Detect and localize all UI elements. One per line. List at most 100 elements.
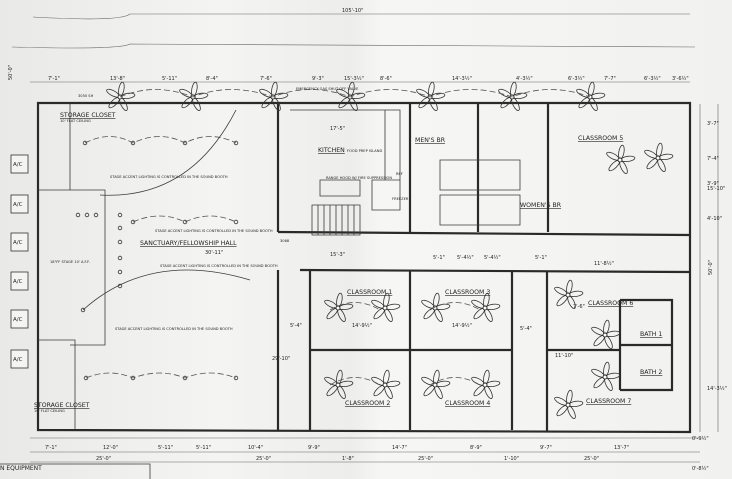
light-fixture-icon <box>182 375 188 381</box>
dimension-label: 15'-10" <box>707 186 725 192</box>
dimension-label: 5'-11" <box>162 76 177 82</box>
room-label-classroom-7: CLASSROOM 7 <box>586 398 631 405</box>
dimension-label: 14'-7" <box>392 445 407 451</box>
kitchen-island-label: FOOD PREP ISLAND <box>347 149 382 153</box>
storage-bottom-note: 10' FLAT CEILING <box>34 409 65 413</box>
room-label-classroom-4: CLASSROOM 4 <box>445 400 490 407</box>
dimension-label: 7'-6" <box>573 304 585 310</box>
dimension-label: 4'-10" <box>707 216 722 222</box>
dimension-label: 25'-0" <box>256 456 271 462</box>
overall-width-dim: 105'-10" <box>342 8 363 14</box>
ceiling-fan-icon <box>606 144 636 174</box>
dimension-label: 6'-3½" <box>568 75 585 82</box>
dimension-label: 10'-4" <box>248 445 263 451</box>
light-fixture-icon <box>233 140 239 146</box>
dimension-label: 25'-0" <box>584 456 599 462</box>
stage-lighting-note-2: STAGE ACCENT LIGHTING IS CONTROLLED IN T… <box>155 229 273 233</box>
dimension-label: 14'-9½" <box>452 322 472 329</box>
dimension-label: 29'-10" <box>272 356 290 362</box>
stage-lighting-note-3: STAGE ACCENT LIGHTING IS CONTROLLED IN T… <box>160 264 278 268</box>
ac-unit: A/C <box>10 194 29 214</box>
light-fixture-icon <box>80 307 86 313</box>
dimension-label: 8'-6" <box>380 76 392 82</box>
light-fixture-icon <box>117 239 123 245</box>
ceiling-fan-icon <box>421 369 451 399</box>
light-fixture-icon <box>117 225 123 231</box>
ceiling-fan-icon <box>371 292 401 322</box>
light-fixture-icon <box>93 212 99 218</box>
light-fixture-icon <box>84 212 90 218</box>
dimension-label: 7'-4" <box>707 156 719 162</box>
dimension-label: 0'-8½" <box>692 465 709 472</box>
ceiling-fan-icon <box>554 279 584 309</box>
dimension-label: 4'-3½" <box>516 75 533 82</box>
light-fixture-icon <box>182 219 188 225</box>
dimension-label: 7'-6" <box>260 76 272 82</box>
storage-top-note: 10' FLAT CEILING <box>60 119 91 123</box>
light-fixture-icon <box>233 375 239 381</box>
ceiling-fan-icon <box>324 292 354 322</box>
ceiling-fan-icon <box>416 81 446 111</box>
dimension-label: 14'-9½" <box>352 322 372 329</box>
dimension-label: 12'-0" <box>103 445 118 451</box>
dimension-label: 5'-4" <box>520 326 532 332</box>
room-label-classroom-6: CLASSROOM 6 <box>588 300 633 307</box>
ac-label: A/C <box>13 317 23 323</box>
dimension-label: 5'-4½" <box>484 254 501 261</box>
room-label-storage-closet-bottom: STORAGE CLOSET <box>34 402 90 409</box>
window-tag: 3050 SH <box>78 94 94 98</box>
dimension-label: 7'-1" <box>45 445 57 451</box>
ac-label: A/C <box>13 162 23 168</box>
dimension-label: 13'-7" <box>614 445 629 451</box>
dimension-label: 11'-8½" <box>594 260 614 267</box>
dimension-label: 25'-0" <box>96 456 111 462</box>
room-label-storage-closet-top: STORAGE CLOSET <box>60 112 116 119</box>
emergency-gas-note: EMERGENCY GAS SHUT-OFF VALVE <box>296 87 359 91</box>
stage-dim: 30'-11" <box>205 250 223 256</box>
kitchen-dim: 17'-5" <box>330 126 345 132</box>
overall-depth-dim-left: 50'-0" <box>8 65 14 80</box>
range-hood-note: RANGE HOOD W/ FIRE SUPPRESSION <box>326 176 392 180</box>
freezer-label: FREEZER <box>392 197 409 201</box>
dimension-label: 0'-9½" <box>692 435 709 442</box>
light-fixture-icon <box>82 140 88 146</box>
dimension-label: 1'-8" <box>342 456 354 462</box>
light-fixture-icon <box>130 375 136 381</box>
dimension-label: 25'-0" <box>418 456 433 462</box>
ceiling-fan-icon <box>421 292 451 322</box>
dimension-label: 7'-7" <box>604 76 616 82</box>
room-label-classroom-1: CLASSROOM 1 <box>347 289 392 296</box>
stage-label: 18"FF STAGE 10' A.F.F. <box>50 260 90 264</box>
dimension-label: 13'-8" <box>110 76 125 82</box>
room-label-mens-br: MEN'S BR <box>415 137 446 144</box>
ceiling-fan-icon <box>576 81 606 111</box>
dimension-label: 5'-4½" <box>457 254 474 261</box>
dimension-label: 5'-4" <box>290 323 302 329</box>
ac-label: A/C <box>13 240 23 246</box>
room-label-womens-br: WOMEN'S BR <box>520 202 562 209</box>
dimension-label: 8'-9" <box>470 445 482 451</box>
light-fixture-icon <box>117 269 123 275</box>
light-fixture-icon <box>130 219 136 225</box>
light-fixture-icon <box>233 219 239 225</box>
ac-label: A/C <box>13 357 23 363</box>
ac-unit: A/C <box>10 271 29 291</box>
ceiling-fan-icon <box>591 361 621 391</box>
dimension-label: 11'-10" <box>555 353 573 359</box>
lighting-circuits <box>82 89 591 386</box>
ac-unit: A/C <box>10 154 29 174</box>
ceiling-fan-icon <box>471 292 501 322</box>
ceiling-fan-icon <box>591 319 621 349</box>
dimension-label: 6'-3½" <box>644 75 661 82</box>
light-fixture-icon <box>182 140 188 146</box>
dimension-label: 9'-3" <box>312 76 324 82</box>
dimension-label: 8'-4" <box>206 76 218 82</box>
room-label-classroom-2: CLASSROOM 2 <box>345 400 390 407</box>
dimension-lines <box>11 13 719 463</box>
light-fixture-icon <box>130 140 136 146</box>
ref-label: REF <box>396 172 403 176</box>
room-label-kitchen: KITCHEN <box>318 147 345 154</box>
light-fixture-icon <box>117 255 123 261</box>
ceiling-fan-icon <box>554 389 584 419</box>
